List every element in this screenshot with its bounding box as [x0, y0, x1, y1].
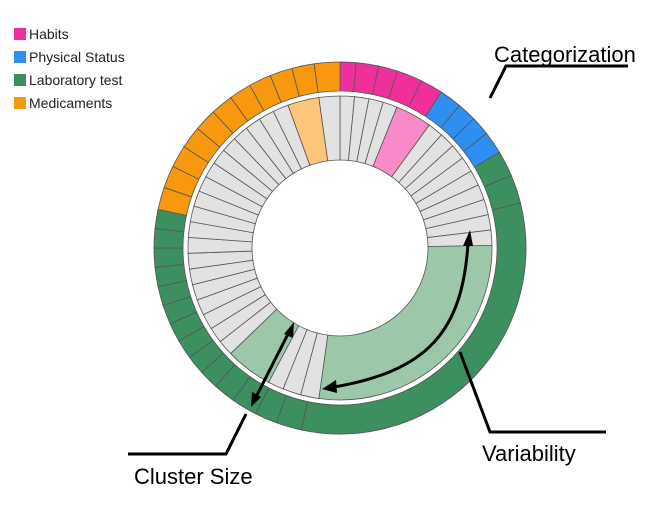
- variability-label: Variability: [482, 441, 576, 466]
- variability-arrowhead-top: [463, 230, 473, 246]
- legend-label-physical-status: Physical Status: [29, 49, 125, 65]
- categorization-callout: Categorization: [488, 42, 636, 99]
- variability-arrowhead-bottom: [322, 380, 337, 393]
- outer-segment-laboratory-test-24: [153, 247, 185, 268]
- cluster-size-callout: Cluster Size: [128, 322, 294, 489]
- inner-cluster-ring: [187, 95, 493, 401]
- cluster-size-arrow: [255, 333, 290, 396]
- legend-label-medicaments: Medicaments: [29, 95, 112, 111]
- cluster-size-arrowhead-bottom: [251, 392, 261, 407]
- legend-label-habits: Habits: [29, 26, 69, 42]
- categorization-label: Categorization: [494, 42, 636, 67]
- legend-item-physical-status: Physical Status: [14, 49, 125, 65]
- legend-swatch-laboratory-test: [14, 74, 26, 86]
- inner-segment-neutral-40: [318, 95, 341, 162]
- legend-label-laboratory-test: Laboratory test: [29, 72, 122, 88]
- inner-segment-lab-highlight-15: [318, 244, 493, 401]
- cluster-size-label: Cluster Size: [134, 464, 253, 489]
- legend-swatch-habits: [14, 28, 26, 40]
- variability-callout: Variability: [322, 230, 606, 466]
- legend-item-medicaments: Medicaments: [14, 95, 112, 111]
- cluster-size-arrowhead-top: [284, 322, 294, 338]
- legend-item-laboratory-test: Laboratory test: [14, 72, 122, 88]
- variability-arrow: [327, 243, 470, 390]
- legend-swatch-medicaments: [14, 97, 26, 109]
- categorization-leader-line: [488, 64, 628, 99]
- cluster-size-leader-line: [128, 413, 248, 456]
- legend-item-habits: Habits: [14, 26, 69, 42]
- legend-swatch-physical-status: [14, 51, 26, 63]
- outer-segment-medicaments-37: [313, 61, 341, 93]
- legend: Habits Physical Status Laboratory test M…: [14, 26, 125, 111]
- variability-leader-line: [458, 351, 606, 434]
